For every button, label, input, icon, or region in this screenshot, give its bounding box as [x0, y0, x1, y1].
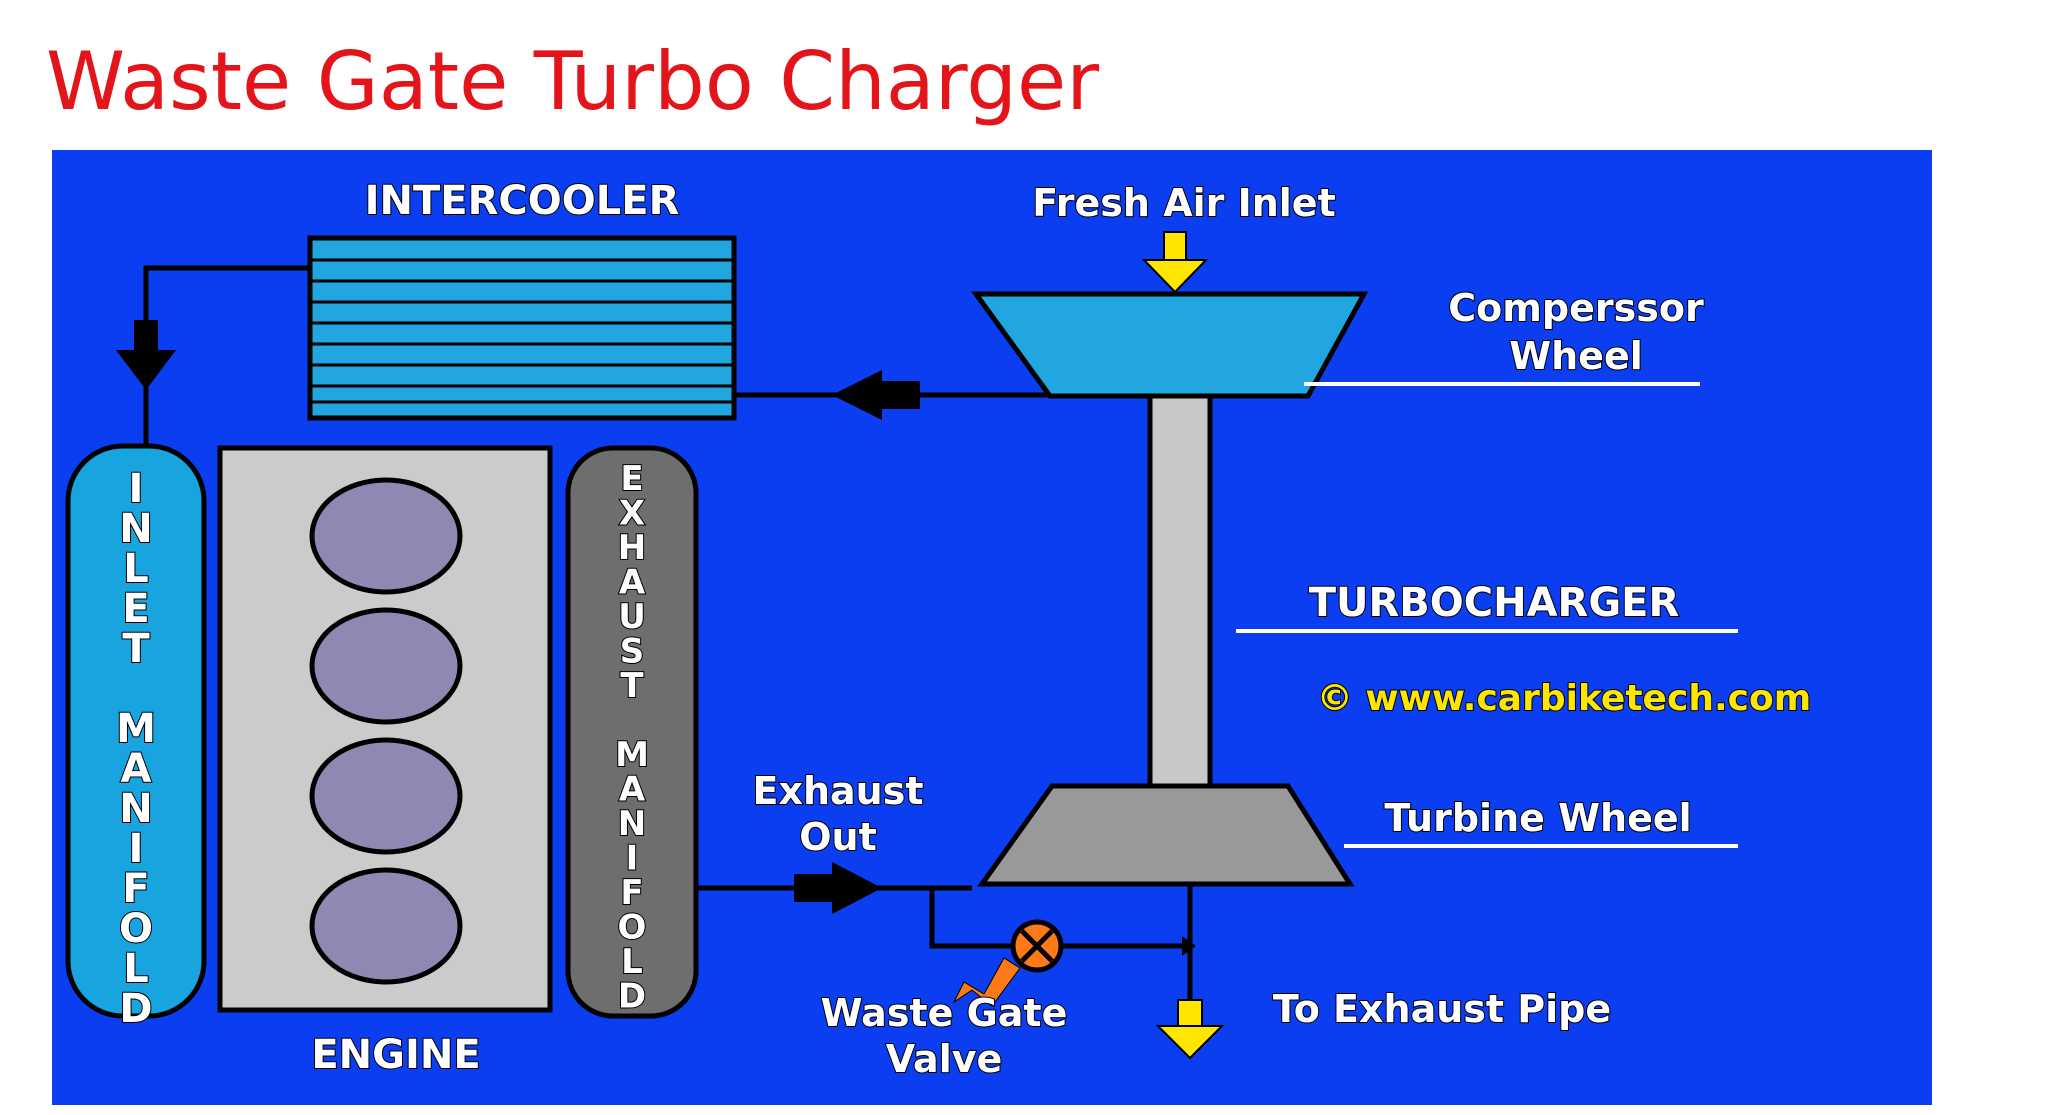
- inlet-manifold-letter: M: [116, 706, 156, 752]
- inlet-manifold-letter: L: [123, 546, 149, 592]
- turbine-wheel-label: Turbine Wheel: [1384, 796, 1691, 840]
- turbine-wheel: [977, 783, 1355, 887]
- intercooler-label: INTERCOOLER: [365, 178, 680, 224]
- exhaust-manifold: [565, 445, 699, 1019]
- compressor-to-intercooler-arrow: [832, 370, 882, 420]
- exhaust-out-label-line1: Exhaust: [753, 769, 924, 813]
- fresh-air-arrow-stem: [1163, 231, 1187, 263]
- to-exhaust-pipe-label: To Exhaust Pipe: [1273, 987, 1611, 1031]
- waste-gate-valve: [1010, 919, 1064, 973]
- cylinder-1: [309, 477, 463, 595]
- inlet-manifold-letter: N: [119, 786, 152, 832]
- compressor-wheel-label-line2: Wheel: [1509, 334, 1643, 378]
- inlet-manifold-letter: I: [129, 466, 144, 512]
- exhaust-manifold-letter: H: [618, 528, 646, 568]
- exhaust-manifold-letter: U: [618, 597, 646, 637]
- exhaust-manifold-letter: M: [615, 735, 649, 775]
- exhaust-out-label-line2: Out: [799, 815, 877, 859]
- inlet-manifold-letter: E: [122, 586, 149, 632]
- cylinder-4: [309, 867, 463, 985]
- inlet-manifold-letter: D: [119, 986, 152, 1032]
- inlet-manifold-letter: I: [129, 826, 144, 872]
- inlet-manifold-letter: F: [122, 866, 149, 912]
- exhaust-manifold-letter: A: [619, 770, 646, 810]
- to-exhaust-pipe-arrow: [1155, 1025, 1225, 1060]
- inlet-manifold: [65, 443, 207, 1019]
- waste-gate-valve-label-line1: Waste Gate: [821, 991, 1068, 1035]
- to-exhaust-pipe-arrow-stem: [1177, 999, 1203, 1029]
- slide-title: Waste Gate Turbo Charger: [46, 35, 1100, 128]
- exhaust-manifold-letter: I: [626, 839, 639, 879]
- engine-cylinders: [309, 477, 463, 985]
- exhaust-manifold-letter: O: [618, 908, 647, 948]
- exhaust-manifold-letter: X: [619, 494, 645, 534]
- inlet-manifold-letter: L: [123, 946, 149, 992]
- fresh-air-inlet-label: Fresh Air Inlet: [1032, 181, 1336, 225]
- engine-label: ENGINE: [311, 1032, 480, 1078]
- copyright-text: © www.carbiketech.com: [1317, 678, 1811, 719]
- intercooler: [307, 235, 737, 421]
- cylinder-2: [309, 607, 463, 725]
- turbo-shaft: [1147, 393, 1213, 789]
- intercooler-fins: [310, 258, 734, 404]
- intercooler-body: [307, 235, 737, 421]
- exhaust-manifold-letter: L: [621, 942, 643, 982]
- waste-gate-actuator-arrow: [952, 957, 1021, 1007]
- exhaust-manifold-letter: N: [618, 804, 646, 844]
- exhaust-out-arrow: [832, 862, 882, 914]
- intercooler-to-inlet-arrow: [116, 350, 176, 390]
- compressor-wheel-label-line1: Comperssor: [1448, 286, 1704, 330]
- waste-gate-bypass-pipe: [929, 888, 1182, 949]
- exhaust-manifold-letter: T: [620, 666, 644, 706]
- inlet-manifold-letter: N: [119, 506, 152, 552]
- inlet-manifold-letter: T: [122, 626, 150, 672]
- compressor-wheel: [971, 291, 1369, 399]
- intercooler-to-inlet-arrow-stem: [134, 320, 158, 352]
- inlet-manifold-letter: O: [119, 906, 153, 952]
- turbocharger-label: TURBOCHARGER: [1309, 580, 1680, 626]
- exhaust-manifold-letter: S: [620, 632, 645, 672]
- compressor-to-intercooler-arrow-stem: [880, 381, 920, 409]
- fresh-air-arrow: [1141, 259, 1209, 294]
- inlet-manifold-letter: A: [121, 746, 152, 792]
- exhaust-manifold-letter: E: [620, 459, 643, 499]
- cylinder-3: [309, 737, 463, 855]
- exhaust-out-arrow-stem: [794, 874, 834, 902]
- exhaust-manifold-letter: A: [619, 563, 646, 603]
- waste-gate-valve-cross-2: [1020, 929, 1054, 963]
- exhaust-manifold-letter: F: [620, 873, 643, 913]
- waste-gate-valve-label-line2: Valve: [886, 1037, 1003, 1081]
- exhaust-manifold-letter: D: [618, 977, 646, 1017]
